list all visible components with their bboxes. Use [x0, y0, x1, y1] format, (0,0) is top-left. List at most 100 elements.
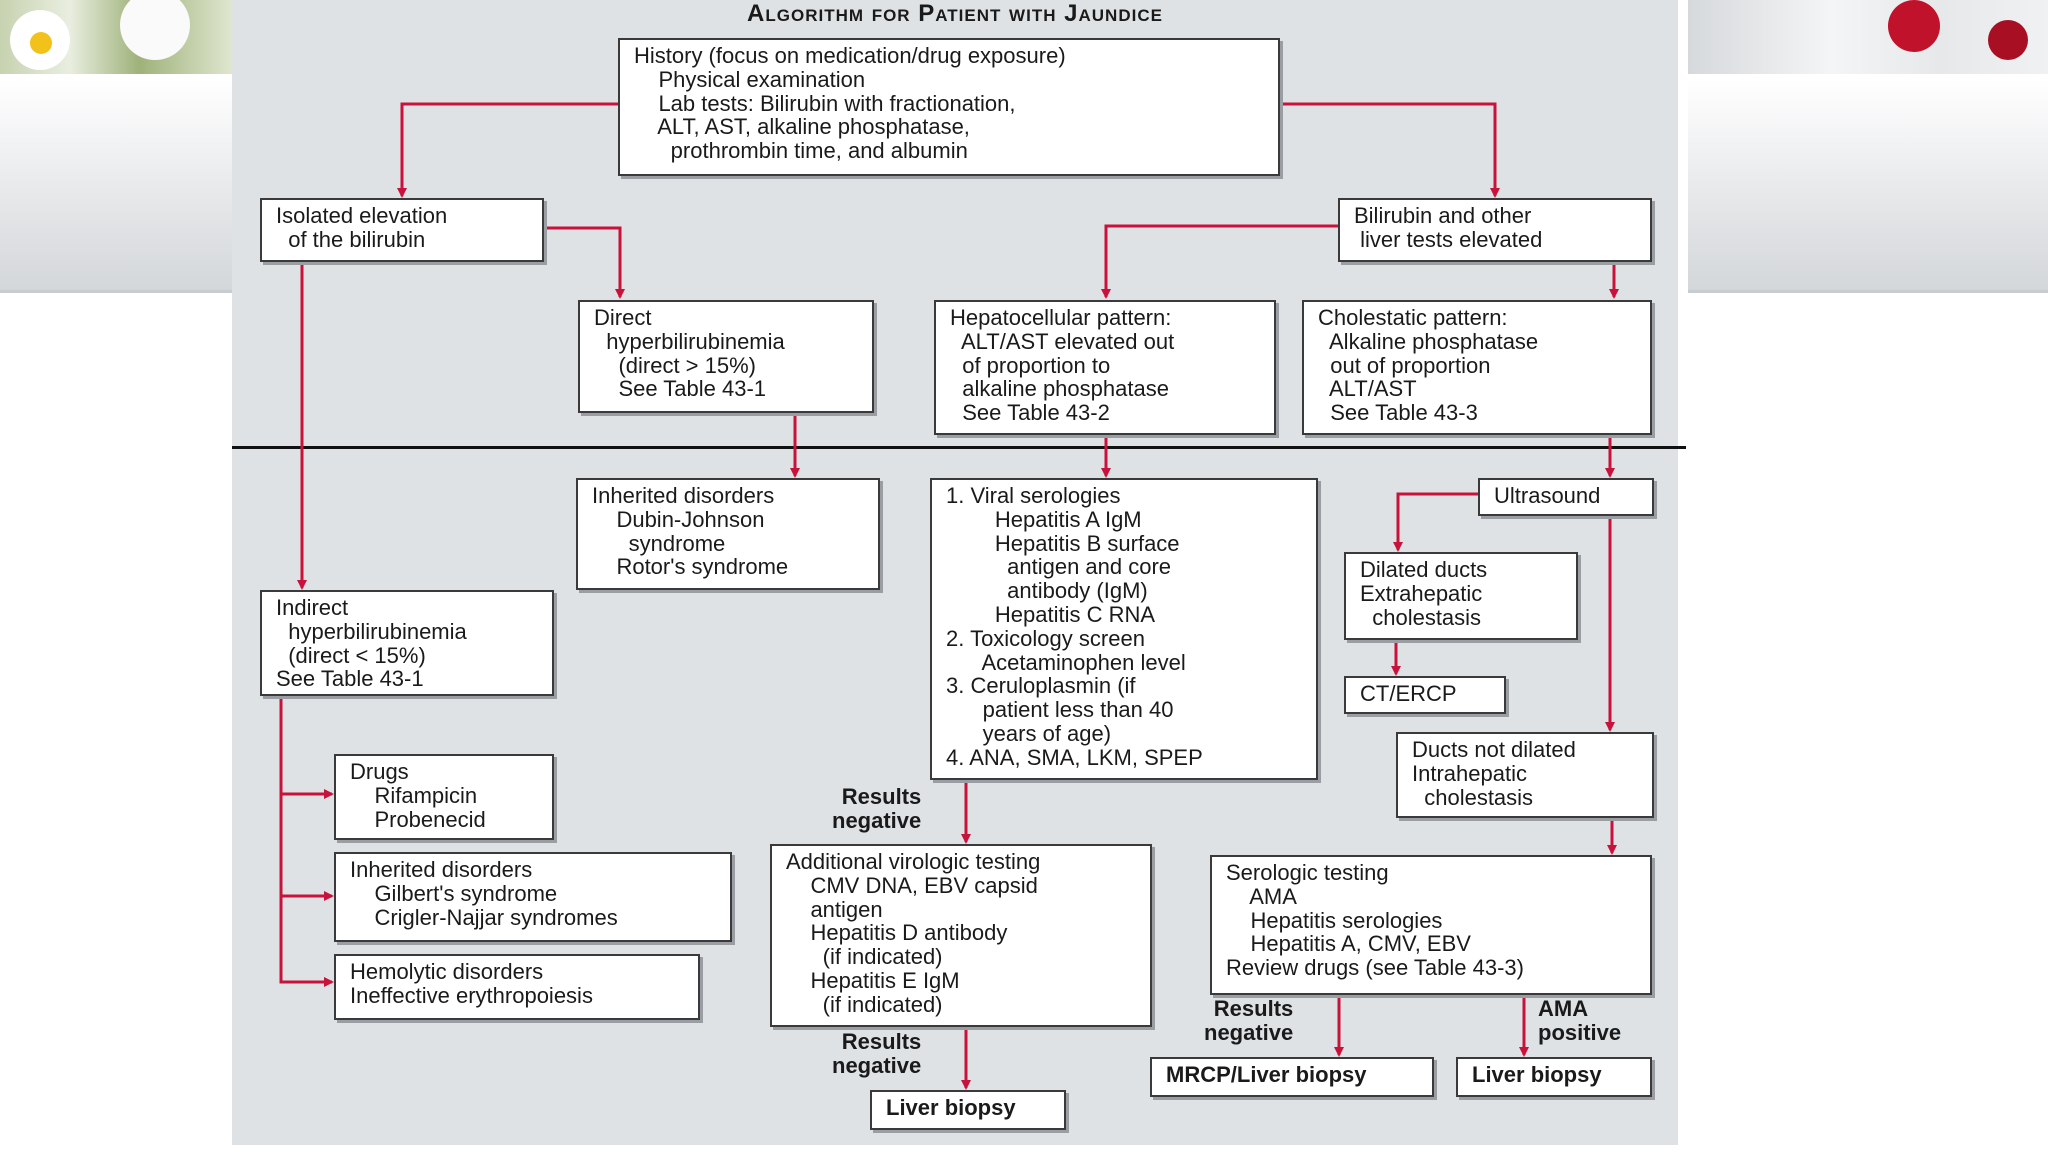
direct-line: See Table 43-1: [594, 376, 767, 402]
history-line: Lab tests: Bilirubin with fractionation,: [634, 90, 1016, 116]
mrcp-liver-biopsy-box: MRCP/Liver biopsy: [1150, 1057, 1434, 1097]
mrcp-line: MRCP/Liver biopsy: [1166, 1062, 1367, 1087]
inherited-disorders-gilbert-box: Inherited disorders Gilbert's syndrome C…: [334, 852, 732, 942]
left-side-panel: [0, 0, 232, 1152]
serologic-line: AMA: [1226, 883, 1297, 909]
viral-line: 1. Viral serologies: [946, 483, 1121, 508]
indirect-line: See Table 43-1: [276, 666, 424, 692]
isolated-line: Isolated elevation: [276, 203, 448, 228]
cholestatic-line: ALT/AST: [1318, 376, 1417, 402]
hepatocellular-pattern-box: Hepatocellular pattern: ALT/AST elevated…: [934, 300, 1276, 435]
history-box: History (focus on medication/drug exposu…: [618, 38, 1280, 176]
ultrasound-line: Ultrasound: [1494, 483, 1601, 508]
viral-line: Hepatitis C RNA: [946, 601, 1156, 627]
add-viro-line: (if indicated): [786, 944, 943, 970]
berry-photo-image: [1688, 0, 2048, 74]
ct-ercp-box: CT/ERCP: [1344, 676, 1506, 714]
hepatocellular-line: alkaline phosphatase: [950, 376, 1169, 402]
inherited-dj-line: Rotor's syndrome: [592, 554, 789, 580]
viral-line: patient less than 40: [946, 697, 1174, 723]
liver-biopsy-line: Liver biopsy: [886, 1095, 1016, 1120]
results-negative-label: Results negative: [832, 1029, 922, 1078]
cholestatic-line: Cholestatic pattern:: [1318, 305, 1508, 330]
drugs-box: Drugs Rifampicin Probenecid: [334, 754, 554, 840]
drugs-line: Drugs: [350, 759, 409, 784]
cholestatic-pattern-box: Cholestatic pattern: Alkaline phosphatas…: [1302, 300, 1652, 435]
direct-hyperbilirubinemia-box: Direct hyperbilirubinemia (direct > 15%)…: [578, 300, 874, 413]
dilated-ducts-box: Dilated ducts Extrahepatic cholestasis: [1344, 552, 1578, 640]
cholestatic-line: Alkaline phosphatase: [1318, 328, 1539, 354]
dilated-line: Dilated ducts: [1360, 557, 1488, 582]
bili-other-line: liver tests elevated: [1354, 226, 1543, 252]
inherited-dj-line: syndrome: [592, 530, 726, 556]
serologic-line: Serologic testing: [1226, 860, 1389, 885]
arrow-bilirubin-to-hepatocellular: [1101, 224, 1338, 299]
direct-line: (direct > 15%): [594, 352, 757, 378]
viral-line: Hepatitis B surface: [946, 530, 1180, 556]
arrow-indirect-to-inherited-gc: [279, 794, 334, 901]
add-viro-line: CMV DNA, EBV capsid: [786, 872, 1038, 898]
indirect-line: hyperbilirubinemia: [276, 618, 467, 644]
history-line: prothrombin time, and albumin: [634, 138, 968, 164]
diagram-title: Algorithm for Patient with Jaundice: [747, 0, 1163, 27]
bili-other-line: Bilirubin and other: [1354, 203, 1532, 228]
dilated-line: cholestasis: [1360, 604, 1482, 630]
add-viro-line: Hepatitis D antibody: [786, 920, 1008, 946]
viral-line: Acetaminophen level: [946, 649, 1186, 675]
dilated-line: Extrahepatic: [1360, 580, 1483, 606]
results-negative-label: Results negative: [1204, 996, 1294, 1045]
liver-biopsy-right-box: Liver biopsy: [1456, 1057, 1652, 1097]
serologic-line: Review drugs (see Table 43-3): [1226, 955, 1524, 981]
indirect-hyperbilirubinemia-box: Indirect hyperbilirubinemia (direct < 15…: [260, 590, 554, 696]
add-viro-line: Additional virologic testing: [786, 849, 1041, 874]
direct-line: hyperbilirubinemia: [594, 328, 785, 354]
hemolytic-line: Hemolytic disorders: [350, 959, 544, 984]
daisy-photo-image: [0, 0, 232, 74]
hepatocellular-line: ALT/AST elevated out: [950, 328, 1175, 354]
isolated-elevation-box: Isolated elevation of the bilirubin: [260, 198, 544, 262]
hepatocellular-line: See Table 43-2: [950, 400, 1110, 426]
liver-biopsy-right-line: Liver biopsy: [1472, 1062, 1602, 1087]
right-side-panel: [1688, 0, 2048, 1152]
cholestatic-line: See Table 43-3: [1318, 400, 1478, 426]
drugs-line: Probenecid: [350, 806, 486, 832]
liver-biopsy-middle-box: Liver biopsy: [870, 1090, 1066, 1130]
history-line: History (focus on medication/drug exposu…: [634, 43, 1066, 68]
indirect-line: Indirect: [276, 595, 349, 620]
right-gray-band: [1688, 80, 2048, 293]
viral-serologies-box: 1. Viral serologies Hepatitis A IgM Hepa…: [930, 478, 1318, 780]
hepatocellular-line: of proportion to: [950, 352, 1111, 378]
viral-line: Hepatitis A IgM: [946, 506, 1142, 532]
drugs-line: Rifampicin: [350, 782, 478, 808]
left-gray-band: [0, 80, 232, 293]
hemolytic-line: Ineffective erythropoiesis: [350, 982, 593, 1008]
ama-positive-label: AMA positive: [1538, 996, 1622, 1045]
serologic-testing-box: Serologic testing AMA Hepatitis serologi…: [1210, 855, 1652, 995]
viral-line: 3. Ceruloplasmin (if: [946, 673, 1136, 699]
history-line: Physical examination: [634, 66, 866, 92]
arrow-history-to-bilirubin-other: [1280, 102, 1500, 198]
viral-line: antigen and core: [946, 554, 1172, 580]
serologic-line: Hepatitis serologies: [1226, 907, 1443, 933]
inherited-dj-line: Dubin-Johnson: [592, 506, 765, 532]
inherited-dj-line: Inherited disorders: [592, 483, 775, 508]
inherited-gc-line: Gilbert's syndrome: [350, 880, 558, 906]
cholestatic-line: out of proportion: [1318, 352, 1491, 378]
arrow-indirect-to-drugs: [279, 696, 334, 799]
add-viro-line: antigen: [786, 896, 883, 922]
indirect-line: (direct < 15%): [276, 642, 426, 668]
bilirubin-other-box: Bilirubin and other liver tests elevated: [1338, 198, 1652, 262]
not-dilated-line: Ducts not dilated: [1412, 737, 1576, 762]
hemolytic-disorders-box: Hemolytic disorders Ineffective erythrop…: [334, 954, 700, 1020]
inherited-gc-line: Inherited disorders: [350, 857, 533, 882]
not-dilated-line: cholestasis: [1412, 784, 1534, 810]
hepatocellular-line: Hepatocellular pattern:: [950, 305, 1172, 330]
results-negative-label: Results negative: [832, 784, 922, 833]
viral-line: years of age): [946, 720, 1112, 746]
arrow-history-to-isolated: [397, 102, 618, 198]
arrow-ultrasound-to-dilated: [1393, 492, 1478, 552]
ct-ercp-line: CT/ERCP: [1360, 681, 1457, 706]
inherited-gc-line: Crigler-Najjar syndromes: [350, 904, 618, 930]
additional-virologic-box: Additional virologic testing CMV DNA, EB…: [770, 844, 1152, 1027]
